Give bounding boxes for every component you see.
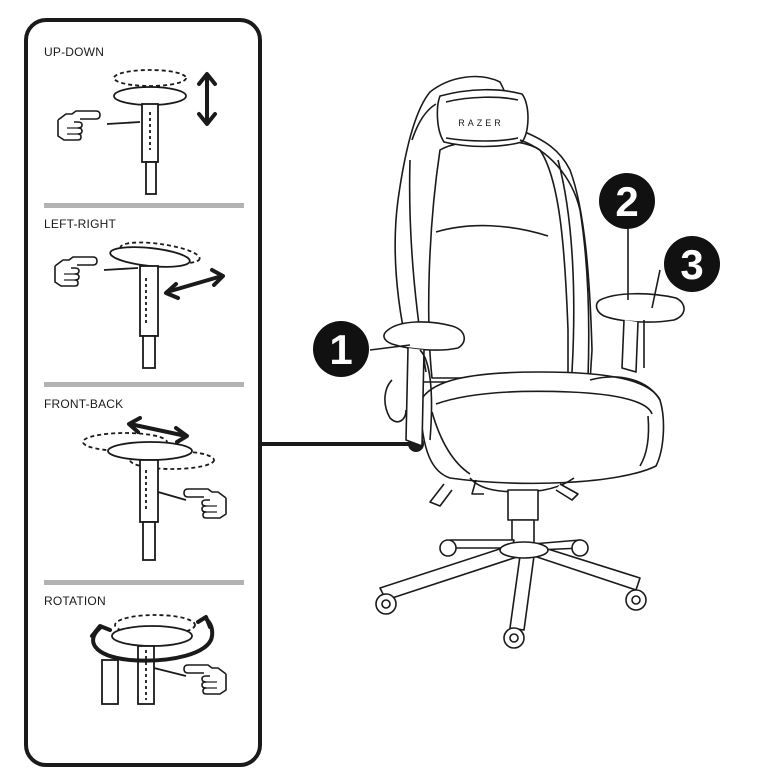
- callout-badge-1: 1: [313, 321, 369, 377]
- callout-badge-2: 2: [599, 173, 655, 229]
- left-right-illustration: [103, 241, 201, 369]
- svg-text:3: 3: [680, 241, 703, 288]
- chair-brand-logo: RAZER: [458, 118, 504, 128]
- section-divider: [44, 203, 244, 208]
- gaming-chair: [375, 75, 685, 649]
- section-divider: [44, 580, 244, 585]
- up-down-illustration: [106, 69, 187, 195]
- svg-text:2: 2: [615, 178, 638, 225]
- callout-badge-3: 3: [664, 236, 720, 292]
- section-label-rotation: ROTATION: [44, 594, 106, 608]
- section-divider: [44, 382, 244, 387]
- left-right-arrow-icon: [164, 268, 225, 300]
- rotation-arrow-icon: [90, 615, 215, 663]
- up-down-arrow-icon: [197, 72, 217, 126]
- section-label-left-right: LEFT-RIGHT: [44, 217, 116, 231]
- front-back-illustration: [82, 432, 215, 561]
- section-label-front-back: FRONT-BACK: [44, 397, 123, 411]
- section-label-up-down: UP-DOWN: [44, 45, 104, 59]
- callout-leaders: [369, 228, 661, 351]
- front-back-arrow-icon: [127, 416, 189, 444]
- svg-text:1: 1: [329, 326, 352, 373]
